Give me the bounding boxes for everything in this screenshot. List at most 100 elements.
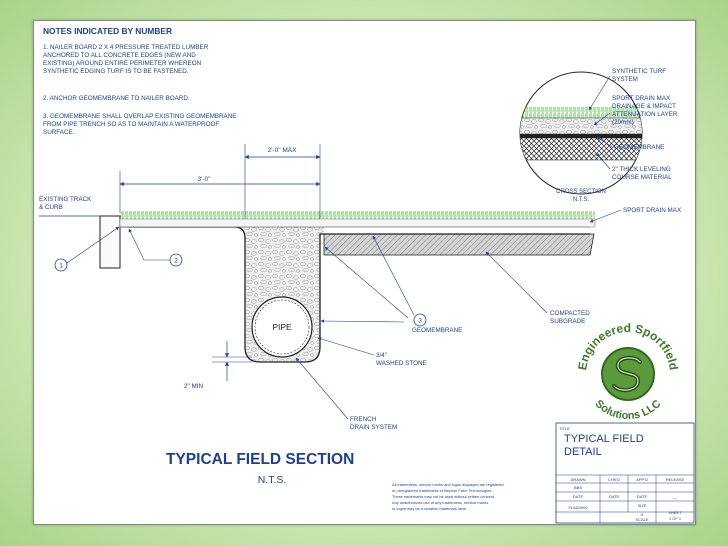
cross-section-scale: N.T.S. bbox=[573, 197, 590, 203]
note-line: EXISTING) AROUND ENTIRE PERIMETER WHEREO… bbox=[43, 60, 202, 67]
cs-turf-leader bbox=[588, 75, 611, 111]
cs-leveling-leader bbox=[595, 152, 611, 170]
title-label: TITLE bbox=[559, 426, 570, 431]
drawing-title: DETAIL bbox=[564, 446, 602, 458]
note-line: SURFACE. bbox=[43, 129, 75, 136]
sheet-value: 1 OF 1 bbox=[669, 516, 682, 521]
sport-drain-layer bbox=[119, 218, 596, 228]
disclaimer-line: Any unauthorized use of any trademarks, … bbox=[392, 500, 488, 505]
drawing-title: TYPICAL FIELD bbox=[564, 433, 644, 445]
callout-circle bbox=[413, 313, 427, 327]
drawn-by-value: BBS bbox=[574, 485, 582, 490]
cross-section-detail: CROSS SECTION N.T.S. SYNTHETIC TURF SYST… bbox=[519, 68, 678, 203]
cs-leveling-layer bbox=[520, 137, 642, 161]
callout-number: 3 bbox=[418, 318, 422, 325]
field-section: PIPE bbox=[39, 211, 596, 363]
french-drain-label: FRENCH bbox=[350, 416, 377, 423]
overall-dimension-text: 3'-0" bbox=[198, 176, 212, 183]
cs-turf-layer bbox=[520, 107, 642, 118]
title-block-frame bbox=[555, 422, 695, 524]
release-value: — bbox=[673, 495, 677, 500]
geomembrane-leader bbox=[372, 235, 415, 316]
cs-geomembrane-layer bbox=[520, 134, 642, 138]
cs-drainage-leader bbox=[593, 112, 611, 126]
file-number: FLAD0000 bbox=[568, 505, 588, 510]
cs-leveling-label: 2" THICK LEVELING bbox=[612, 166, 671, 173]
note-line: ANCHORED TO ALL CONCRETE EDGES (NEW AND bbox=[43, 52, 196, 59]
geomembrane-leader bbox=[320, 319, 405, 323]
section-title: TYPICAL FIELD SECTION bbox=[166, 451, 354, 468]
washed-stone-leader bbox=[317, 337, 375, 356]
header-checked: CHK'D bbox=[608, 477, 620, 482]
synthetic-turf-layer bbox=[120, 211, 595, 220]
trademark-disclaimer: All trademarks, service marks and logos … bbox=[392, 482, 504, 511]
title-block: TITLE TYPICAL FIELD DETAIL DRAWN CHK'D A… bbox=[555, 422, 695, 524]
header-approved: APP'D bbox=[636, 477, 648, 482]
compacted-subgrade-label: COMPACTED bbox=[550, 310, 590, 317]
drawing-sheet: NOTES INDICATED BY NUMBER 1. NAILER BOAR… bbox=[33, 20, 696, 525]
french-drain-label: DRAIN SYSTEM bbox=[350, 424, 397, 431]
sport-drain-leader bbox=[589, 209, 622, 223]
callout-circle bbox=[54, 258, 68, 272]
disclaimer-line: or logos may be a violation trademark la… bbox=[392, 506, 467, 511]
section-labels: EXISTING TRACK & CURB 1 2 3 GEOMEMBRANE … bbox=[39, 196, 682, 431]
compacted-subgrade-label: SUBGRADE bbox=[550, 318, 585, 325]
existing-track-label: & CURB bbox=[39, 204, 63, 211]
callout-number: 2 bbox=[174, 258, 178, 265]
cs-turf-label: SYNTHETIC TURF bbox=[612, 68, 666, 75]
disclaimer-line: These trademarks may not be used without… bbox=[392, 494, 495, 499]
disclaimer-line: All trademarks, service marks and logos … bbox=[392, 482, 504, 487]
compacted-subgrade bbox=[323, 233, 595, 256]
sport-drain-label: SPORT DRAIN MAX bbox=[623, 207, 682, 214]
section-title-block: TYPICAL FIELD SECTION N.T.S. bbox=[166, 451, 354, 486]
pipe-inner-wall bbox=[254, 299, 310, 355]
geomembrane-label: GEOMEMBRANE bbox=[412, 327, 462, 334]
scale-label: SCALE bbox=[635, 517, 648, 522]
header-release: RELEASE bbox=[666, 477, 685, 482]
dimension-lines: 2'-0" MAX 3'-0" 2" MIN bbox=[119, 144, 321, 390]
callout-leader bbox=[128, 228, 170, 261]
company-logo: Engineered Sportfield Solutions LLC bbox=[573, 319, 683, 429]
cs-drainage-label: ATTENUATION LAYER bbox=[612, 111, 678, 118]
trench-width-text: 2'-0" MAX bbox=[268, 147, 297, 154]
washed-stone-label: 3/4" bbox=[376, 352, 387, 359]
note-line: FROM PIPE TRENCH SO AS TO MAINTAIN A WAT… bbox=[43, 121, 219, 128]
notes-heading: NOTES INDICATED BY NUMBER bbox=[43, 26, 172, 36]
logo-s-highlight bbox=[613, 357, 641, 391]
note-line: SYNTHETIC EDGING TURF IS TO BE FASTENED. bbox=[43, 68, 189, 75]
compacted-subgrade-leader bbox=[485, 251, 548, 314]
cs-geomembrane-label: GEOMEMBRANE bbox=[614, 144, 664, 151]
cs-geomembrane-leader bbox=[596, 136, 613, 148]
geomembrane-leader bbox=[324, 246, 409, 319]
sheet-label: SHEET bbox=[668, 510, 682, 515]
date-label: DATE bbox=[573, 494, 584, 499]
section-scale: N.T.S. bbox=[258, 474, 287, 486]
callout-number: 1 bbox=[59, 263, 63, 270]
cs-drainage-label: (20mm) bbox=[612, 119, 634, 126]
drain-pipe bbox=[251, 296, 313, 358]
note-line: 3. GEOMEMBRANE SHALL OVERLAP EXISTING GE… bbox=[43, 113, 237, 120]
size-label: SIZE bbox=[638, 503, 647, 508]
cs-drainage-label: SPORT DRAIN MAX bbox=[612, 95, 671, 102]
cs-drainage-label: DRAINAGE & IMPACT bbox=[612, 103, 676, 110]
detail-drawing: NOTES INDICATED BY NUMBER 1. NAILER BOAR… bbox=[39, 26, 695, 524]
note-line: 1. NAILER BOARD 2 X 4 PRESSURE TREATED L… bbox=[43, 44, 209, 51]
date-label: DATE bbox=[609, 494, 620, 499]
existing-curb bbox=[99, 215, 121, 269]
min-dimension-text: 2" MIN bbox=[184, 383, 203, 390]
header-drawn: DRAWN bbox=[571, 477, 586, 482]
note-line: 2. ANCHOR GEOMEMBRANE TO NAILER BOARD. bbox=[43, 95, 190, 102]
washed-stone-label: WASHED STONE bbox=[376, 360, 427, 367]
french-drain-leader bbox=[295, 357, 349, 420]
geomembrane-line bbox=[127, 226, 590, 363]
size-value: # bbox=[641, 512, 644, 517]
disclaimer-line: or unregistered trademarks of Beynon Far… bbox=[392, 488, 492, 493]
callout-leader bbox=[66, 226, 120, 264]
cs-turf-label: SYSTEM bbox=[612, 76, 638, 83]
notes-block: NOTES INDICATED BY NUMBER 1. NAILER BOAR… bbox=[43, 26, 237, 136]
pipe-label: PIPE bbox=[272, 322, 292, 332]
existing-track-label: EXISTING TRACK bbox=[39, 196, 92, 203]
date-label: DATE bbox=[637, 494, 648, 499]
cs-leveling-label: COURSE MATERIAL bbox=[612, 174, 672, 181]
cross-section-title: CROSS SECTION bbox=[556, 189, 606, 195]
